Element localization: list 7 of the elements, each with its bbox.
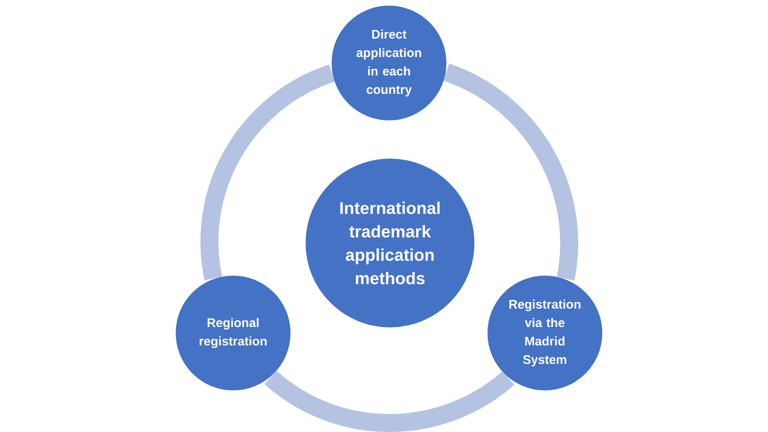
circle-node: International trademark application methods [304,157,476,329]
circle-node: Direct application in each country [330,4,448,122]
circle-node: Registration via the Madrid System [486,274,604,392]
ring-arc [442,64,578,280]
ring-arc [264,370,514,432]
ring-arc [200,64,336,280]
circle-node: Regional registration [174,274,292,392]
